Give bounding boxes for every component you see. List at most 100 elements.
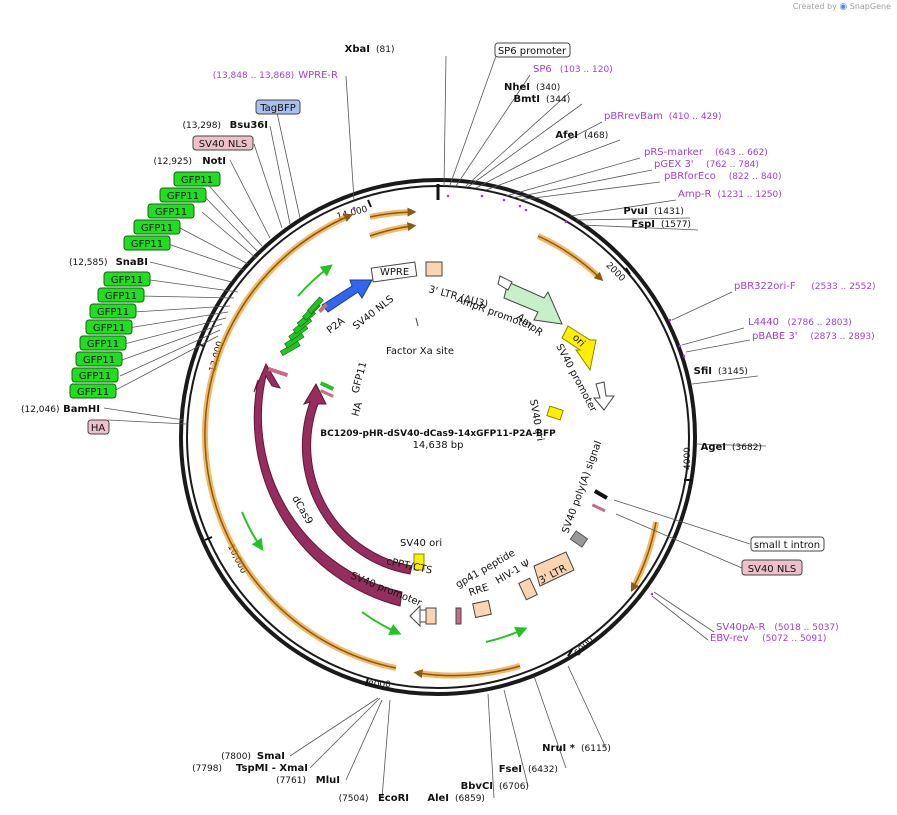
- enzyme-pvui: (1431) PvuI: [623, 206, 684, 217]
- enzyme-name: SfiI: [694, 366, 712, 377]
- label-rre: RRE: [468, 582, 491, 599]
- primer-range: (2786 .. 2803): [788, 318, 852, 328]
- svg-text:GFP11: GFP11: [105, 291, 137, 302]
- ori-feature: [561, 325, 597, 372]
- polya-marks: [569, 489, 608, 548]
- svg-text:SV40 NLS: SV40 NLS: [748, 564, 797, 575]
- label-wpre: WPRE: [380, 267, 409, 278]
- tick-marks: [196, 184, 692, 687]
- svg-text:TagBFP: TagBFP: [259, 103, 296, 114]
- enzyme-position: (12,046): [21, 405, 60, 415]
- ltr3-feature: [518, 551, 575, 601]
- gfp11-box-8: GFP11: [89, 303, 137, 319]
- wpre-box: [370, 261, 418, 283]
- enzyme-bamhi: (12,046)BamHI: [21, 404, 100, 415]
- svg-text:small t intron: small t intron: [754, 540, 820, 551]
- primer-sp6: SP6(103 .. 120): [533, 64, 613, 75]
- primer-prs-marker: pRS-marker (643 .. 662): [644, 147, 768, 158]
- label-p2a: P2A: [325, 316, 347, 337]
- enzyme-position: (7761): [276, 776, 306, 786]
- sv40-promoter-right: [592, 381, 615, 411]
- primer-range: (5072 .. 5091): [762, 634, 826, 644]
- tick-4000: 4000: [683, 447, 693, 470]
- gfp11-box-3: GFP11: [147, 203, 195, 219]
- primer-range: (2873 .. 2893): [810, 332, 874, 342]
- cppt-feature: [425, 607, 437, 625]
- label-sv40-nls-inner: SV40 NLS: [351, 294, 396, 333]
- enzyme-bmti: (344) BmtI: [513, 94, 570, 105]
- enzyme-snabi: (12,585)SnaBI: [69, 257, 148, 268]
- enzyme-position: (12,925): [153, 157, 192, 167]
- dcas9-feature: [253, 362, 403, 607]
- gfp11-box-12: GFP11: [71, 367, 119, 383]
- enzyme-position: (6706): [499, 782, 529, 792]
- enzyme-position: (6432): [528, 765, 558, 775]
- primer-pbabe-3-: pBABE 3'(2873 .. 2893): [752, 331, 875, 342]
- bfp-arrow: [321, 279, 373, 313]
- primer-pbrforeco: pBRforEco(822 .. 840): [664, 171, 782, 182]
- enzyme-fspi: (1577)FspI: [631, 219, 691, 230]
- enzyme-name: SmaI: [257, 751, 285, 762]
- enzyme-mlui: (7761) MluI: [276, 775, 340, 786]
- primer-labels: SP6(103 .. 120) pBRrevBam(410 .. 429) pRS-…: [213, 64, 876, 644]
- enzyme-position: (81): [376, 45, 394, 55]
- primer-pbrrevbam: pBRrevBam(410 .. 429): [604, 111, 722, 122]
- enzyme-name: MluI: [316, 775, 340, 786]
- boxed-label-small-t-intron: small t intron: [750, 536, 825, 552]
- enzyme-position: (6859): [455, 794, 485, 804]
- enzyme-bbvci: (6706)BbvCI: [461, 781, 529, 792]
- primer-name: pRS-marker: [644, 147, 704, 158]
- p2a-box: [318, 303, 328, 313]
- enzyme-position: (3145): [718, 367, 748, 377]
- primer-wpre-r: WPRE-R(13,848 .. 13,868): [213, 70, 338, 81]
- primer-name: SP6: [533, 64, 552, 75]
- primer-name: L4440: [748, 317, 779, 328]
- enzyme-position: (6115): [581, 744, 611, 754]
- primer-amp-r: Amp-R(1231 .. 1250): [678, 189, 782, 200]
- enzyme-position: (7504): [339, 794, 369, 804]
- svg-text:GFP11: GFP11: [77, 387, 109, 398]
- ampr-feature: [503, 281, 563, 325]
- svg-text:GFP11: GFP11: [111, 275, 143, 286]
- enzyme-alei: (6859) AleI: [427, 793, 485, 804]
- svg-text:GFP11: GFP11: [79, 371, 111, 382]
- gfp11-box-1: GFP11: [173, 171, 221, 187]
- enzyme-name: BmtI: [513, 94, 540, 105]
- enzyme-afei: (468)AfeI: [555, 130, 608, 141]
- svg-text:GFP11: GFP11: [155, 207, 187, 218]
- enzyme-nhei: (340)NheI: [504, 82, 560, 93]
- primer-pbr322ori-f: pBR322ori-F(2533 .. 2552): [734, 281, 876, 292]
- gfp11-label-boxes: GFP11 GFP11 GFP11 GFP11 GFP11 GFP11 GFP1…: [69, 171, 221, 399]
- enzyme-position: (344): [546, 95, 570, 105]
- enzyme-ecori: (7504) EcoRI: [339, 793, 409, 804]
- enzyme-name: BamHI: [63, 404, 100, 415]
- primer-name: pBRrevBam: [604, 111, 663, 122]
- tick-8000: 8000: [368, 680, 391, 690]
- primer-name: pGEX 3': [654, 159, 694, 170]
- enzyme-position: (7798): [192, 764, 222, 774]
- plasmid-name: BC1209-pHR-dSV40-dCas9-14xGFP11-P2A-BFP: [320, 429, 556, 439]
- svg-text:GFP11: GFP11: [87, 339, 119, 350]
- enzyme-name: NruI *: [542, 743, 576, 754]
- svg-text:HA: HA: [91, 423, 106, 434]
- snapgene-credit: Created by ◉ SnapGene: [793, 2, 891, 12]
- enzyme-name: SnaBI: [116, 257, 148, 268]
- enzyme-name: EcoRI: [378, 793, 409, 804]
- primer-range: (643 .. 662): [715, 148, 768, 158]
- label-sv40-ori-left: SV40 ori: [400, 538, 442, 549]
- label-gfp11-inner: GFP11: [350, 361, 369, 395]
- svg-text:GFP11: GFP11: [167, 191, 199, 202]
- enzyme-name: PvuI: [623, 206, 648, 217]
- gfp11-box-10: GFP11: [79, 335, 127, 351]
- cas9-feature: [301, 382, 413, 575]
- enzyme-labels: (81)XbaI(340)NheI(344)BmtI(468)AfeI(1431…: [21, 44, 762, 804]
- sv40-promoter-left-feature: [409, 604, 427, 628]
- gfp11-box-6: GFP11: [103, 271, 151, 287]
- credit-brand: SnapGene: [849, 2, 891, 11]
- enzyme-name: AleI: [427, 793, 449, 804]
- enzyme-name: FspI: [631, 219, 655, 230]
- boxed-label-sv40-nls-right: SV40 NLS: [741, 559, 803, 576]
- enzyme-position: (1431): [654, 207, 684, 217]
- green-arcs: [241, 264, 528, 643]
- primer-name: Amp-R: [678, 189, 712, 200]
